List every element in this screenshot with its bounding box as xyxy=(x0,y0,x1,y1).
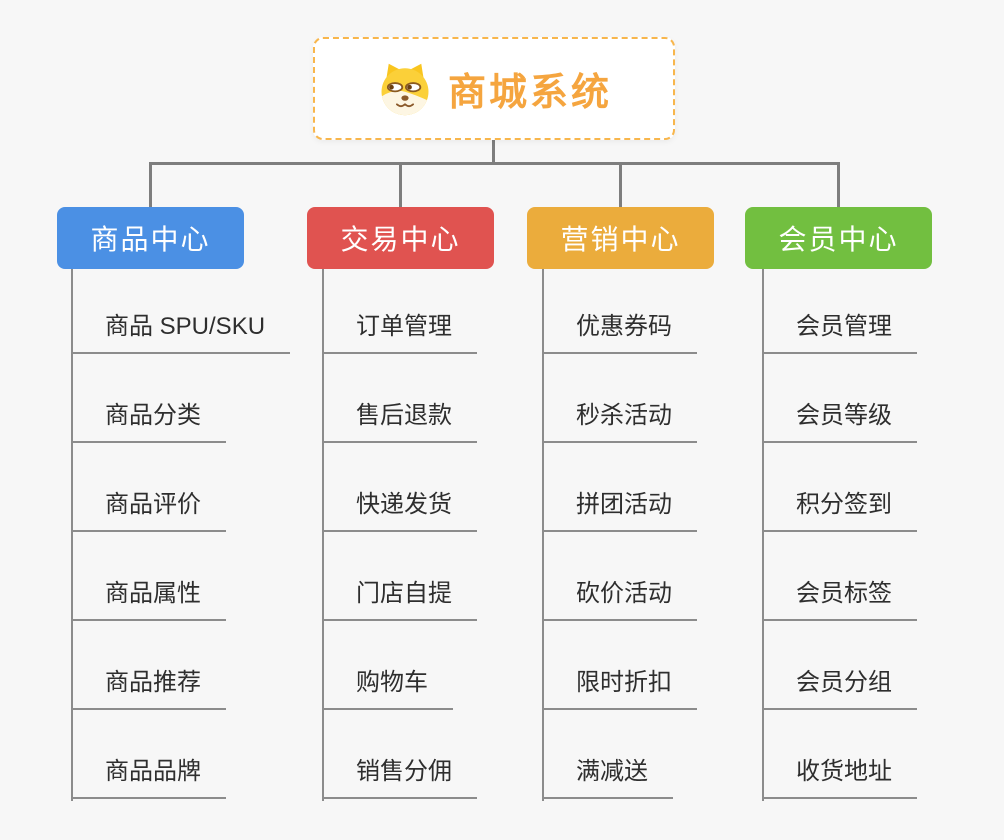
child-node[interactable]: 收货地址 xyxy=(762,755,917,799)
child-node[interactable]: 会员管理 xyxy=(762,310,917,354)
child-node[interactable]: 销售分佣 xyxy=(322,755,477,799)
root-title: 商城系统 xyxy=(447,72,612,114)
child-node[interactable]: 商品评价 xyxy=(71,488,226,532)
child-node[interactable]: 积分签到 xyxy=(762,488,917,532)
child-node[interactable]: 砍价活动 xyxy=(542,577,697,621)
child-node[interactable]: 会员分组 xyxy=(762,666,917,710)
root-node[interactable]: 商城系统 xyxy=(313,37,675,140)
child-node[interactable]: 限时折扣 xyxy=(542,666,697,710)
branch-label: 营销中心 xyxy=(560,224,681,255)
child-node[interactable]: 商品分类 xyxy=(71,399,226,443)
child-node[interactable]: 门店自提 xyxy=(322,577,477,621)
branch-trunk-line xyxy=(762,269,764,801)
branch-drop-connector xyxy=(619,163,622,208)
child-node[interactable]: 会员等级 xyxy=(762,399,917,443)
branch-label: 会员中心 xyxy=(778,224,899,255)
child-node[interactable]: 秒杀活动 xyxy=(542,399,697,443)
child-node[interactable]: 售后退款 xyxy=(322,399,477,443)
root-stem-connector xyxy=(492,140,495,164)
branch-node-trade-center[interactable]: 交易中心 xyxy=(307,207,494,269)
child-node[interactable]: 会员标签 xyxy=(762,577,917,621)
branch-trunk-line xyxy=(322,269,324,801)
child-node[interactable]: 拼团活动 xyxy=(542,488,697,532)
branch-label: 交易中心 xyxy=(340,224,461,255)
branch-trunk-line xyxy=(71,269,73,801)
child-node[interactable]: 优惠券码 xyxy=(542,310,697,354)
child-node[interactable]: 商品属性 xyxy=(71,577,226,621)
cross-bar-connector xyxy=(149,162,840,165)
branch-drop-connector xyxy=(837,163,840,208)
branch-drop-connector xyxy=(149,163,152,208)
child-node[interactable]: 商品推荐 xyxy=(71,666,226,710)
branch-trunk-line xyxy=(542,269,544,801)
branch-node-product-center[interactable]: 商品中心 xyxy=(57,207,244,269)
branch-label: 商品中心 xyxy=(90,224,211,255)
child-node[interactable]: 购物车 xyxy=(322,666,453,710)
child-node[interactable]: 订单管理 xyxy=(322,310,477,354)
branch-drop-connector xyxy=(399,163,402,208)
child-node[interactable]: 满减送 xyxy=(542,755,673,799)
child-node[interactable]: 商品 SPU/SKU xyxy=(71,310,291,354)
child-node[interactable]: 快递发货 xyxy=(322,488,477,532)
branch-node-member-center[interactable]: 会员中心 xyxy=(745,207,932,269)
child-node[interactable]: 商品品牌 xyxy=(71,755,226,799)
branch-node-marketing-center[interactable]: 营销中心 xyxy=(527,207,714,269)
dog-face-icon xyxy=(381,63,429,115)
